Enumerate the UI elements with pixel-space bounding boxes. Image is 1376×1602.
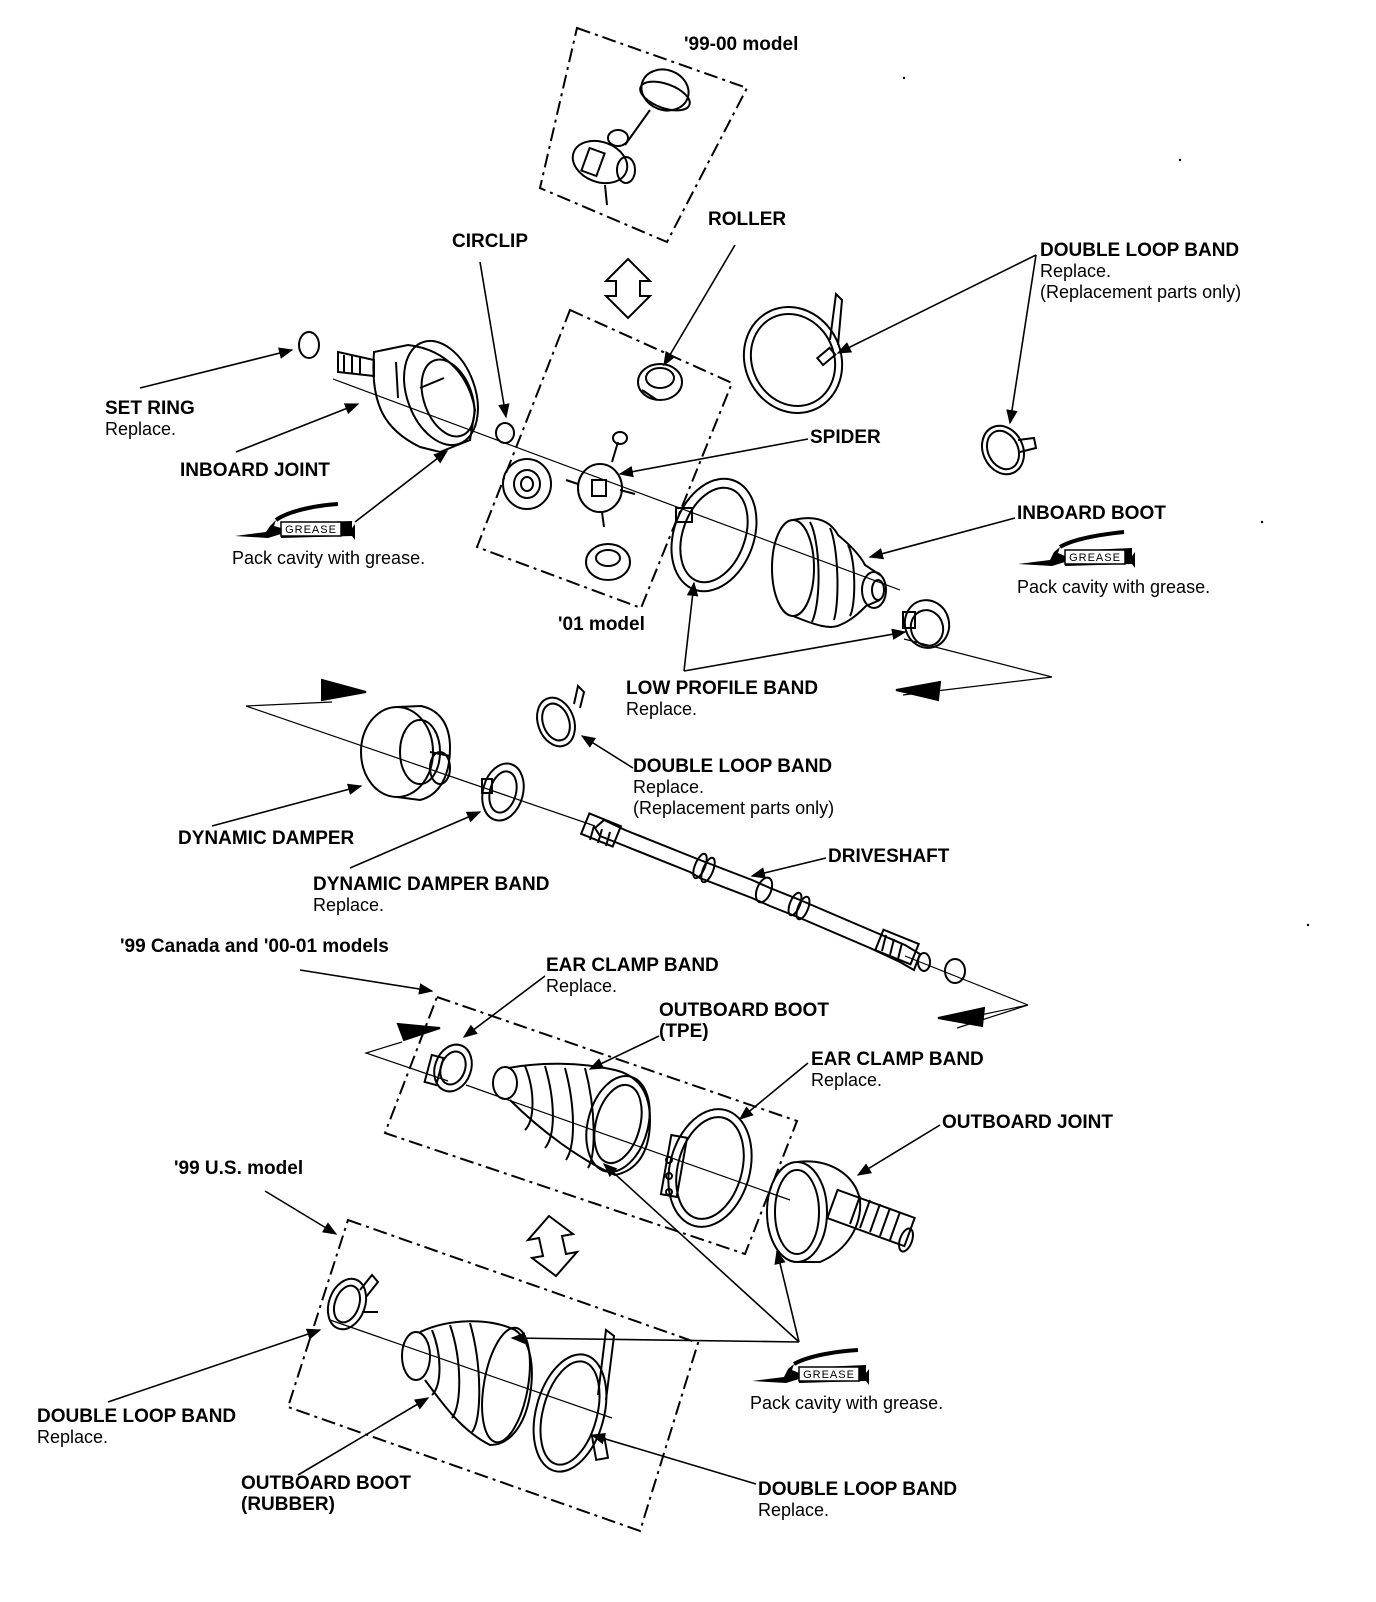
variant-box-01 (475, 308, 734, 610)
label-model-99-us: '99 U.S. model (174, 1158, 304, 1179)
callout-driveshaft: DRIVESHAFT (828, 846, 950, 867)
dynamic-damper-band-illustration (481, 762, 525, 822)
grease-tube-inboard-boot-icon (1018, 530, 1135, 568)
callout-dynamic-damper: DYNAMIC DAMPER (178, 828, 355, 849)
low-profile-band-illustration (670, 477, 758, 593)
callout-dynamic-damper-band: DYNAMIC DAMPER BAND Replace. (313, 874, 550, 915)
callout-ear-clamp-band-left: EAR CLAMP BAND Replace. (546, 955, 719, 996)
outboard-joint-illustration (766, 1160, 916, 1263)
outboard-boot-rubber-illustration (401, 1320, 533, 1447)
variant-box-us (286, 1218, 700, 1533)
ear-clamp-band-left-illustration (423, 1043, 473, 1093)
swap-arrow-bottom (525, 1214, 580, 1278)
low-profile-band-small-illustration (902, 599, 951, 649)
spider-illustration (565, 431, 636, 528)
variant-box-canada (383, 995, 799, 1256)
outboard-boot-tpe-illustration (492, 1062, 652, 1177)
callout-spider: SPIDER (810, 427, 881, 448)
double-loop-band-small-illustration (981, 424, 1038, 476)
callout-set-ring: SET RING Replace. (105, 398, 195, 439)
callout-circlip: CIRCLIP (452, 231, 528, 252)
callout-low-profile-band: LOW PROFILE BAND Replace. (626, 678, 819, 719)
double-loop-band-bottom-left-illustration (326, 1273, 380, 1331)
callout-inboard-joint: INBOARD JOINT (180, 460, 330, 481)
callout-roller: ROLLER (708, 209, 787, 230)
callout-outboard-joint: OUTBOARD JOINT (942, 1112, 1113, 1133)
grease-tube-outboard-icon (752, 1348, 869, 1385)
grease-tube-inboard-joint-icon (235, 502, 355, 540)
callout-outboard-boot-rubber: OUTBOARD BOOT (RUBBER) (241, 1473, 411, 1515)
callout-ear-clamp-band-right: EAR CLAMP BAND Replace. (811, 1049, 984, 1090)
variant-box-99-00 (538, 26, 749, 244)
ear-clamp-band-right-illustration (659, 1108, 753, 1228)
driveshaft-illustration (579, 812, 931, 972)
label-model-01: '01 model (558, 614, 645, 635)
shaft-circlip-illustration (944, 958, 966, 984)
callout-double-loop-band-bottom-right: DOUBLE LOOP BAND Replace. (758, 1479, 958, 1520)
grease-note-inboard-joint: Pack cavity with grease. (232, 548, 426, 568)
set-ring-illustration (298, 331, 320, 359)
double-loop-band-bottom-right-illustration (532, 1328, 616, 1473)
label-model-99-canada: '99 Canada and '00-01 models (120, 936, 389, 957)
callout-double-loop-band-mid: DOUBLE LOOP BAND Replace. (Replacement p… (633, 756, 835, 818)
circlip-illustration (495, 422, 515, 444)
label-model-99-00: '99-00 model (684, 34, 799, 55)
grease-tube-label-3: GREASE (803, 1369, 855, 1381)
spider-99-00-illustration (571, 68, 691, 206)
callout-double-loop-band-bottom-left: DOUBLE LOOP BAND Replace. (37, 1406, 237, 1447)
swap-arrow-top (603, 257, 653, 320)
grease-note-inboard-boot: Pack cavity with grease. (1017, 577, 1211, 597)
inboard-boot-illustration (771, 517, 887, 628)
grease-note-outboard: Pack cavity with grease. (750, 1393, 944, 1413)
callout-double-loop-band-top: DOUBLE LOOP BAND Replace. (Replacement p… (1040, 240, 1242, 302)
roller-left-illustration (502, 458, 552, 510)
grease-tube-label-1: GREASE (285, 524, 337, 536)
roller-illustration (637, 363, 683, 401)
callout-inboard-boot: INBOARD BOOT (1017, 503, 1166, 524)
double-loop-band-mid-illustration (536, 684, 586, 748)
dynamic-damper-illustration (360, 704, 452, 802)
grease-tube-label-2: GREASE (1069, 552, 1121, 564)
double-loop-band-top-illustration (742, 291, 844, 414)
callout-outboard-boot-tpe: OUTBOARD BOOT (TPE) (659, 1000, 829, 1042)
inboard-joint-illustration (337, 339, 479, 454)
roller-bottom-illustration (585, 543, 631, 581)
